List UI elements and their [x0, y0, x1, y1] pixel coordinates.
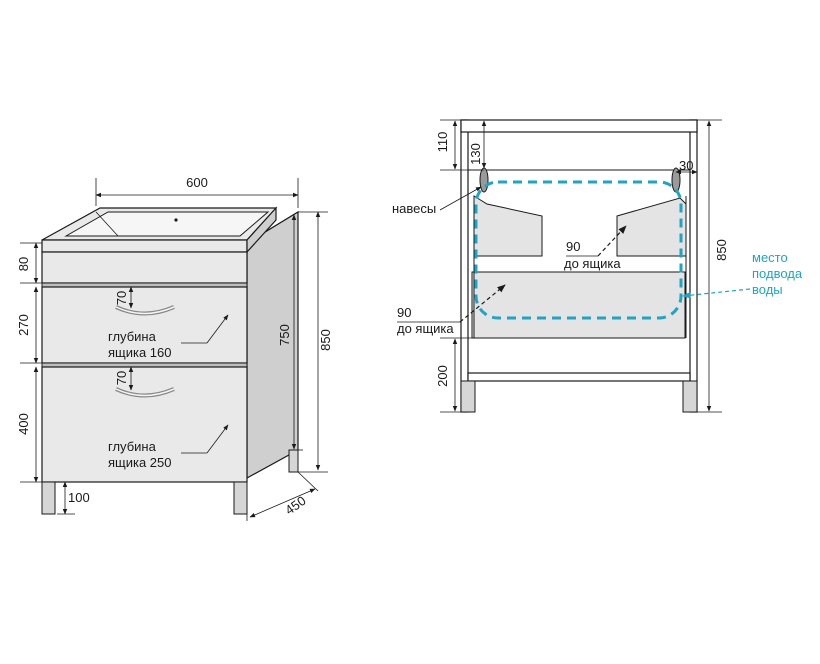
front-right-leg: [233, 481, 248, 515]
upper-drawer-distance-text: до ящика: [564, 256, 621, 271]
handle-offset-2-label: 70: [114, 371, 129, 385]
water-supply-label-line1: место: [752, 250, 788, 265]
sink-basin: [64, 211, 270, 237]
drawer-1-dimension-label: 270: [16, 314, 31, 336]
top-panel-dimension-label: 80: [16, 257, 31, 271]
lower-drawer-distance-value: 90: [397, 305, 411, 320]
drawer-1-depth-line2: ящика 160: [108, 345, 172, 360]
back-left-leg: [460, 380, 476, 413]
lower-drawer-distance-text: до ящика: [397, 321, 454, 336]
back-right-leg: [682, 380, 698, 413]
upper-drawer-distance-value: 90: [566, 239, 580, 254]
handle-offset-1-label: 70: [114, 291, 129, 305]
hinge-side-dimension-label: 30: [679, 158, 693, 173]
water-supply-label-line2: подвода: [752, 266, 803, 281]
drawer-2-depth-line2: ящика 250: [108, 455, 172, 470]
depth-dimension-label: 450: [282, 493, 308, 518]
drawer-left-wing: [473, 195, 543, 257]
drawer-2-depth-line1: глубина: [108, 439, 157, 454]
drawer-2-dimension-label: 400: [16, 413, 31, 435]
tap-hole: [174, 218, 178, 222]
frame-bottom-rail: [467, 372, 691, 382]
drawer-right-wing: [616, 197, 687, 257]
back-height-dimension-label: 850: [714, 239, 729, 261]
hinge-height-dimension-label: 130: [468, 143, 483, 165]
total-height-dimension-label: 850: [318, 329, 333, 351]
hinges-label: навесы: [392, 201, 436, 216]
drawer-divider-top: [41, 282, 248, 288]
drawer-divider-middle: [41, 362, 248, 368]
frame-left-side: [460, 119, 469, 413]
cabinet-top-panel: [41, 251, 248, 284]
bottom-dimension-label: 200: [435, 365, 450, 387]
drawer-1: [41, 286, 248, 364]
front-view: 600 80 270 400 100 70 70 глубина ящика 1…: [16, 175, 333, 521]
water-supply-zone: [474, 180, 683, 320]
drawer-1-depth-line1: глубина: [108, 329, 157, 344]
left-hinge: [479, 167, 489, 193]
body-height-dimension-label: 750: [277, 324, 292, 346]
back-view: 110 130 30 200 850 навесы 90 до ящика 90…: [392, 119, 803, 413]
width-dimension-label: 600: [186, 175, 208, 190]
drawer-2: [41, 366, 248, 483]
drawer-back-panel: [471, 271, 686, 339]
frame-top-rail: [460, 119, 698, 133]
front-left-leg: [41, 481, 56, 515]
top-gap-dimension-label: 110: [435, 132, 450, 153]
water-supply-label-line3: воды: [752, 282, 783, 297]
water-supply-pointer: [682, 288, 751, 299]
leg-dimension-label: 100: [68, 490, 90, 505]
sink-front-edge: [41, 239, 248, 253]
rear-leg: [288, 449, 299, 473]
